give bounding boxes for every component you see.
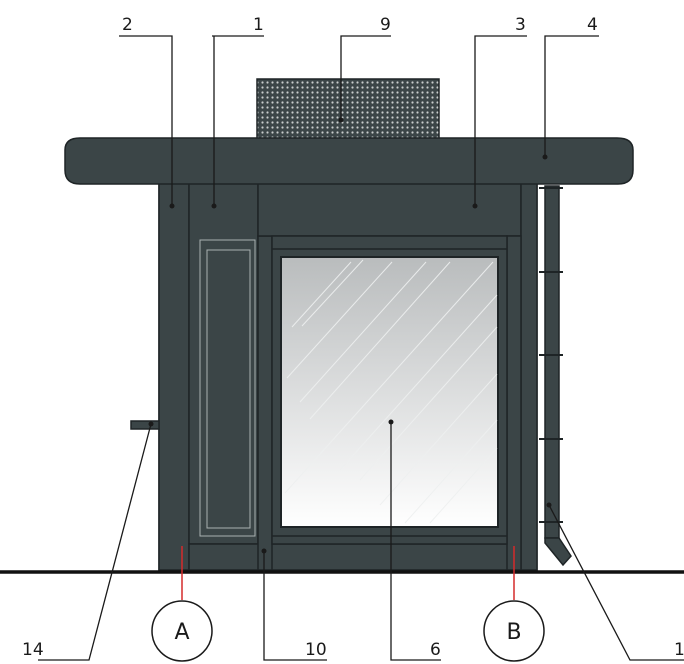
right-corner-post (520, 181, 538, 571)
callout-1-bottom: 1 (674, 640, 684, 660)
door-panel (188, 181, 259, 545)
window-header-fascia (257, 181, 522, 237)
section-circle-b (483, 600, 545, 662)
roof-ventilation-grille (256, 78, 440, 140)
callout-1-top: 1 (253, 15, 264, 35)
door-bottom-rail (188, 543, 522, 571)
section-label-b: B (506, 620, 521, 645)
left-corner-post (158, 181, 190, 571)
callout-9: 9 (380, 15, 391, 35)
window-right-jamb (506, 235, 522, 571)
door-panel-molding-outer (199, 239, 256, 537)
downpipe (544, 185, 560, 539)
side-bracket (130, 420, 160, 430)
downpipe-outlet (544, 537, 572, 567)
leader-dots (148, 117, 552, 554)
door-panel-molding-inner (206, 249, 251, 529)
door-post (257, 235, 273, 571)
callout-4: 4 (587, 15, 598, 35)
callout-10: 10 (305, 640, 327, 660)
callout-leaders (38, 35, 684, 661)
window-glass (280, 256, 499, 528)
callout-14: 14 (22, 640, 44, 660)
glass-reflection-lines (284, 259, 498, 524)
roof-canopy (64, 137, 634, 185)
callout-2: 2 (122, 15, 133, 35)
section-circle-a (151, 600, 213, 662)
section-label-a: A (174, 620, 189, 645)
callout-6: 6 (430, 640, 441, 660)
downpipe-brackets (539, 187, 563, 523)
callout-3: 3 (515, 15, 526, 35)
